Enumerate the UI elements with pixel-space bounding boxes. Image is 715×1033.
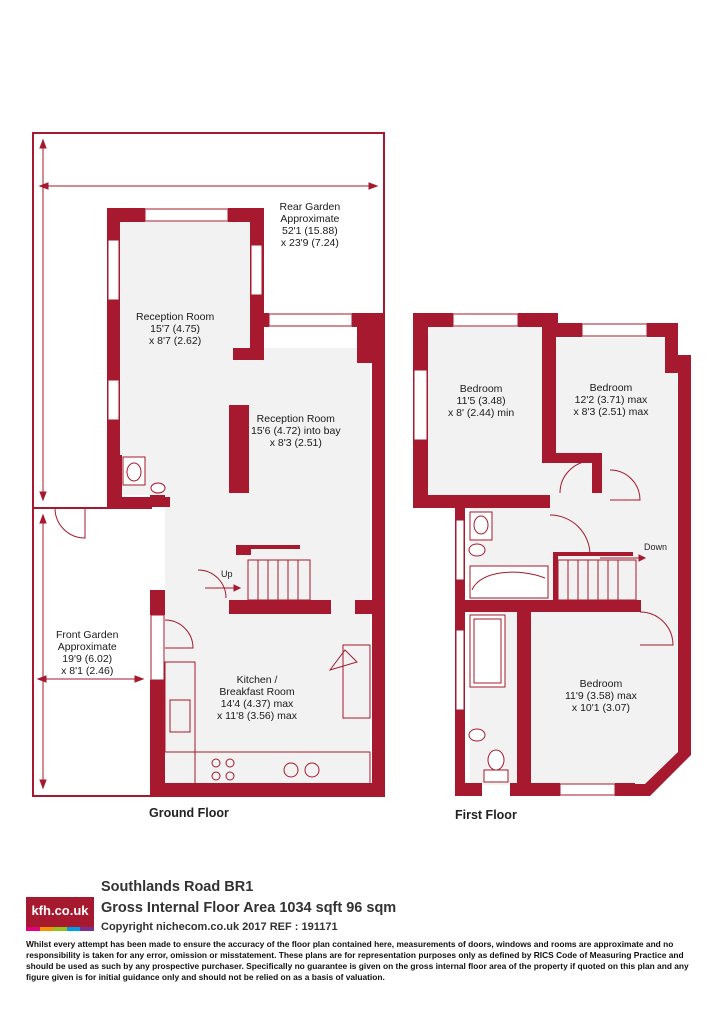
ground-floor-area bbox=[120, 222, 370, 785]
copyright-reference: Copyright nichecom.co.uk 2017 REF : 1911… bbox=[101, 921, 338, 933]
first-floor-stairs bbox=[557, 554, 647, 601]
disclaimer-text: Whilst every attempt has been made to en… bbox=[26, 939, 689, 982]
stair-label-up: Up bbox=[221, 569, 233, 579]
first-floor-windows bbox=[413, 313, 648, 796]
stair-label-down: Down bbox=[644, 542, 668, 552]
bathroom-fittings bbox=[468, 511, 549, 783]
logo-color-stripes bbox=[26, 927, 94, 931]
ground-floor-plan bbox=[32, 132, 385, 797]
kfh-logo: kfh.co.uk bbox=[26, 897, 94, 931]
logo-text: kfh.co.uk bbox=[31, 903, 89, 918]
ground-floor-title: Ground Floor bbox=[149, 806, 229, 820]
ground-wc bbox=[122, 456, 166, 494]
kitchen-fittings bbox=[164, 644, 371, 785]
dimension-arrows bbox=[36, 138, 379, 790]
garden-boundary bbox=[32, 132, 385, 797]
property-address: Southlands Road BR1 bbox=[101, 879, 254, 895]
first-floor-title: First Floor bbox=[455, 808, 517, 822]
ground-doors bbox=[54, 507, 358, 671]
first-floor-plan bbox=[413, 313, 691, 796]
ground-stairs bbox=[205, 559, 311, 601]
ground-floor-windows bbox=[107, 208, 353, 681]
floor-area: Gross Internal Floor Area 1034 sqft 96 s… bbox=[101, 900, 397, 916]
first-floor-doors bbox=[549, 460, 674, 646]
